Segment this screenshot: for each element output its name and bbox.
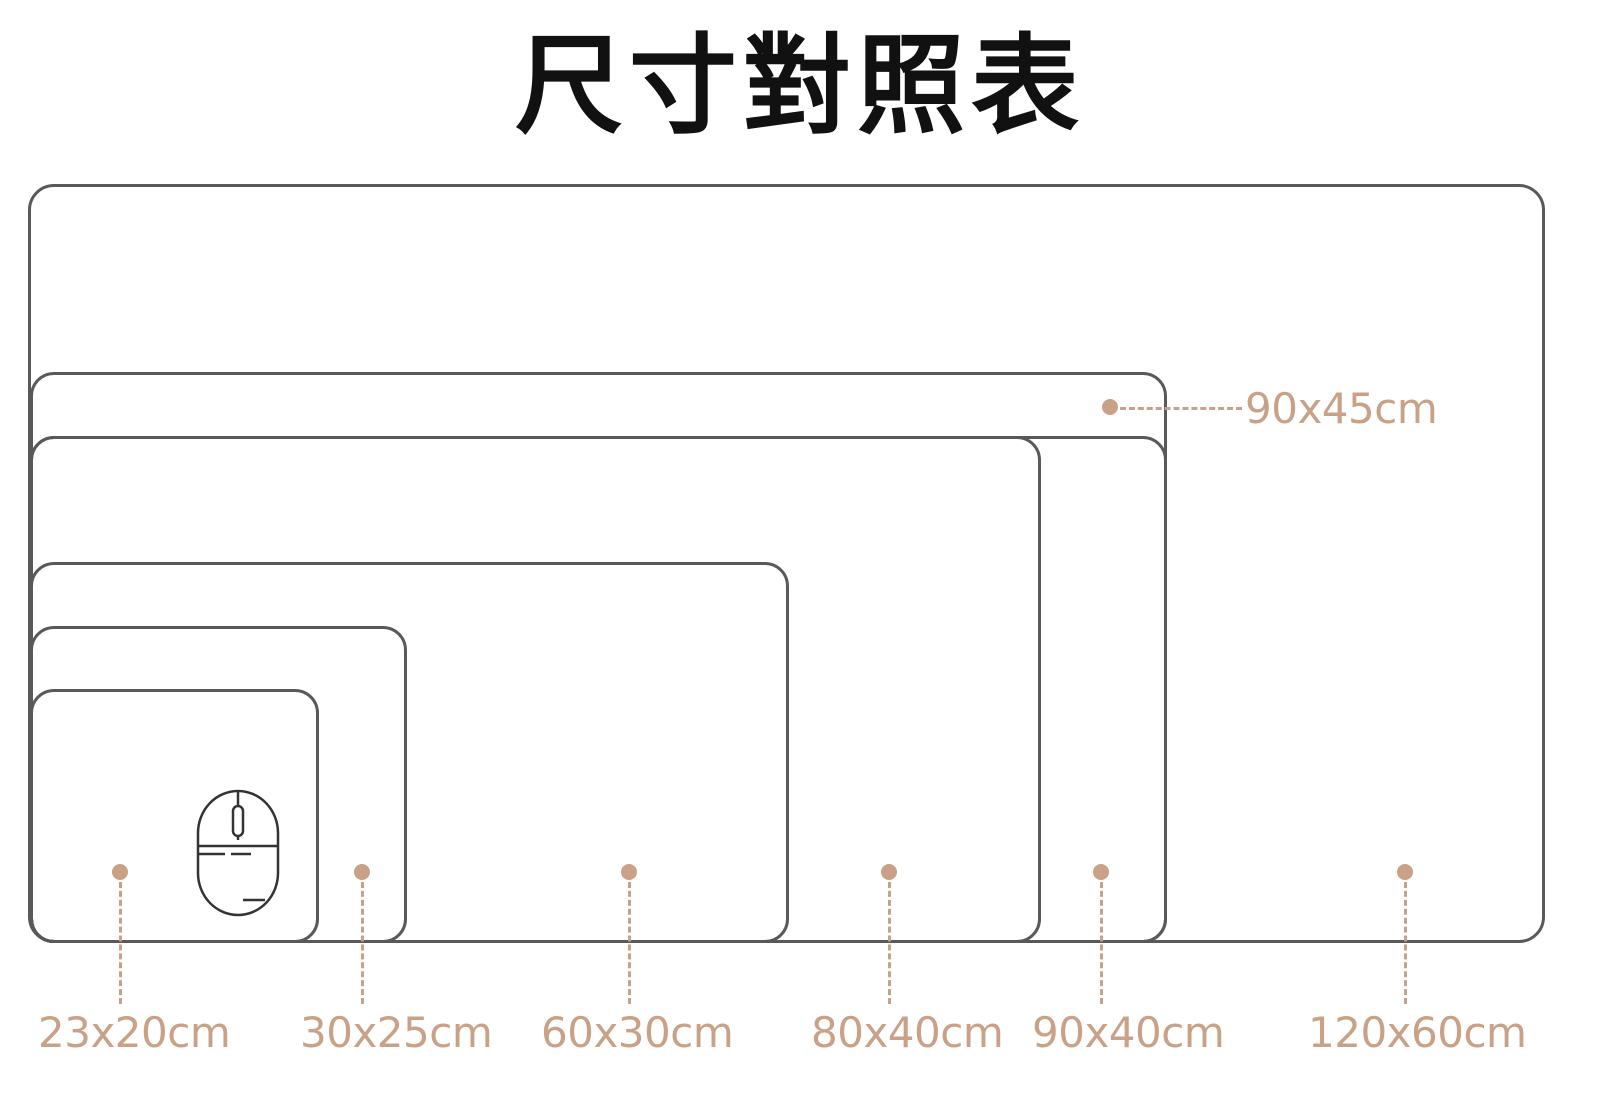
leader-line [119, 882, 122, 1004]
leader-line [888, 882, 891, 1004]
size-label-60x30: 60x30cm [541, 1008, 734, 1057]
marker-dot [1093, 864, 1109, 880]
marker-dot [881, 864, 897, 880]
leader-line-90x45 [1120, 407, 1242, 410]
page-title: 尺寸對照表 [514, 24, 1085, 149]
size-label-120x60: 120x60cm [1308, 1008, 1527, 1057]
leader-line [1100, 882, 1103, 1004]
leader-line [361, 882, 364, 1004]
leader-line [1404, 882, 1407, 1004]
mousepad-outline-23x20 [30, 689, 319, 943]
leader-line [628, 882, 631, 1004]
marker-dot [1102, 399, 1118, 415]
mouse-icon [196, 789, 280, 917]
size-label-90x45: 90x45cm [1245, 384, 1438, 433]
size-label-80x40: 80x40cm [811, 1008, 1004, 1057]
marker-dot [1397, 864, 1413, 880]
size-label-30x25: 30x25cm [300, 1008, 493, 1057]
marker-dot [354, 864, 370, 880]
marker-dot [112, 864, 128, 880]
size-label-90x40: 90x40cm [1032, 1008, 1225, 1057]
marker-dot [621, 864, 637, 880]
size-label-23x20: 23x20cm [38, 1008, 231, 1057]
